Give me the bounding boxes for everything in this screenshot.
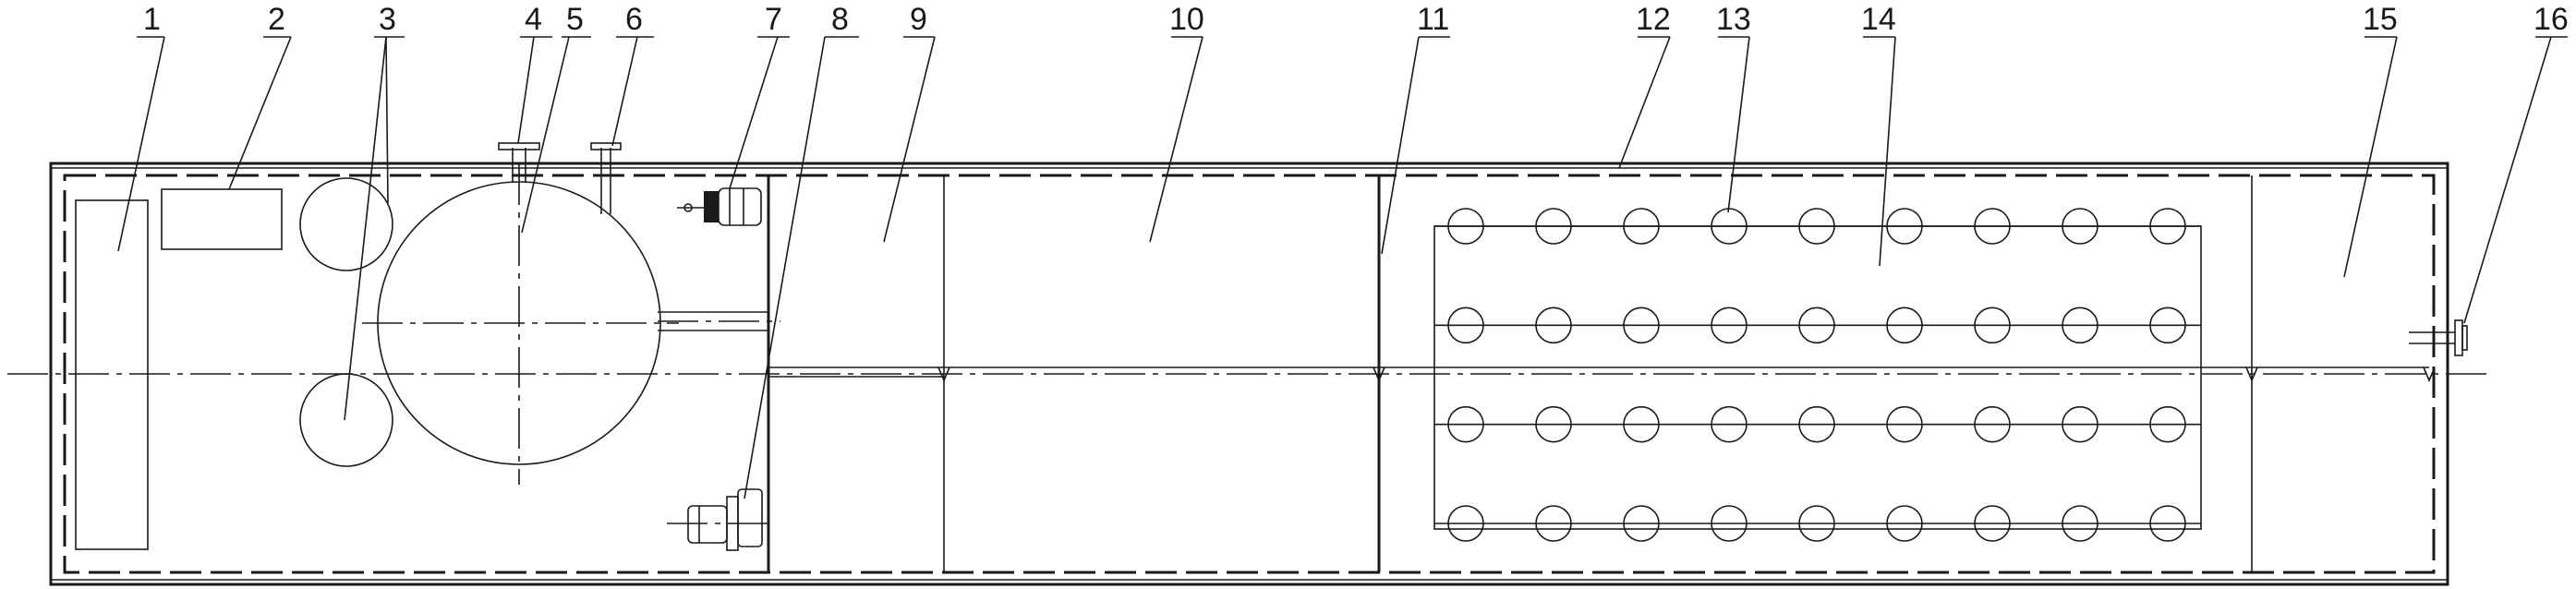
upper-motor	[677, 187, 762, 226]
callout-10: 10	[1169, 2, 1204, 37]
callout-12: 12	[1636, 2, 1671, 37]
tube	[1711, 405, 1748, 443]
tube	[1798, 208, 1835, 245]
compartment-dividers	[767, 175, 2436, 572]
tube	[2149, 405, 2186, 443]
tube	[2149, 505, 2186, 542]
tube-bundle-frame	[1433, 225, 2202, 530]
tube	[1886, 405, 1923, 443]
tube	[1623, 405, 1660, 443]
callout-5: 5	[566, 2, 584, 37]
tube	[1447, 208, 1484, 245]
callout-3: 3	[379, 2, 396, 37]
tube	[1798, 307, 1835, 344]
tube	[2149, 307, 2186, 344]
callout-4: 4	[525, 2, 542, 37]
equipment-box	[161, 188, 283, 250]
tube	[2062, 307, 2098, 344]
tube	[1623, 208, 1660, 245]
callout-13: 13	[1716, 2, 1751, 37]
tube	[1711, 307, 1748, 344]
callout-11: 11	[1417, 2, 1449, 37]
tube	[1798, 405, 1835, 443]
inlet-nozzle	[498, 142, 540, 183]
tube	[2062, 405, 2098, 443]
callout-6: 6	[625, 2, 643, 37]
callout-2: 2	[268, 2, 285, 37]
tube	[2062, 505, 2098, 542]
tube	[1886, 307, 1923, 344]
tube-grid	[1434, 208, 2201, 542]
callout-9: 9	[910, 2, 927, 37]
callout-labels: 1 2 3 4 5 6 7 8 9 10 11 12 13 14 15 16	[143, 2, 2569, 37]
main-tank	[362, 164, 780, 485]
tube	[1711, 505, 1748, 542]
tube	[1535, 208, 1572, 245]
tube	[1623, 505, 1660, 542]
callout-16: 16	[2534, 2, 2569, 37]
tube	[1798, 505, 1835, 542]
tube	[1623, 307, 1660, 344]
tube	[1535, 505, 1572, 542]
tube	[1886, 505, 1923, 542]
tube	[1974, 405, 2011, 443]
tube	[2062, 208, 2098, 245]
control-cabinet	[75, 199, 149, 550]
callout-15: 15	[2363, 2, 2398, 37]
callout-1: 1	[143, 2, 161, 37]
vent-pipe	[590, 142, 622, 214]
tube	[1974, 208, 2011, 245]
pump-pair	[299, 177, 393, 467]
callout-7: 7	[765, 2, 782, 37]
leader-lines	[117, 36, 2568, 499]
tube	[1447, 307, 1484, 344]
tube	[1447, 505, 1484, 542]
callout-14: 14	[1861, 2, 1896, 37]
outlet-nozzle	[2409, 319, 2468, 356]
tube	[1535, 405, 1572, 443]
lower-motor	[667, 488, 768, 551]
tube	[1974, 307, 2011, 344]
tube	[2149, 208, 2186, 245]
tube	[1447, 405, 1484, 443]
tube	[1535, 307, 1572, 344]
tube	[1886, 208, 1923, 245]
callout-8: 8	[831, 2, 849, 37]
tube	[1974, 505, 2011, 542]
